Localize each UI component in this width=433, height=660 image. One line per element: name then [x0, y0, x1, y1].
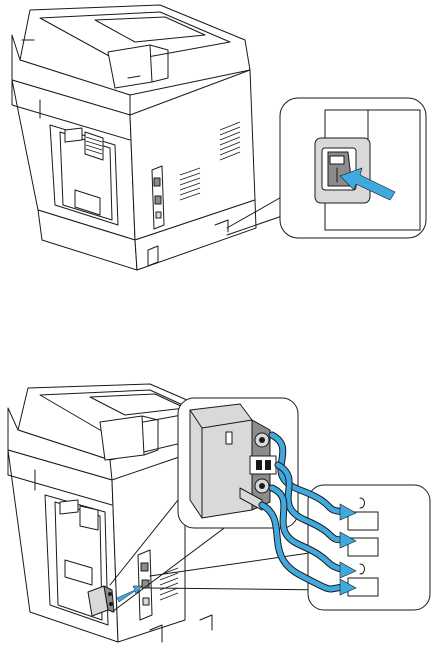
- top-handle-2: [100, 416, 144, 460]
- top-handle: [108, 45, 152, 88]
- printer-connector-svg: [0, 380, 433, 660]
- port-2: [250, 456, 276, 474]
- printer-rear-view: [12, 5, 256, 270]
- printer-power-switch-svg: [0, 0, 433, 300]
- printer-rear-power-switch-illustration: [0, 0, 433, 300]
- power-switch-callout: [280, 98, 426, 238]
- printer-connector-illustration: [0, 380, 433, 660]
